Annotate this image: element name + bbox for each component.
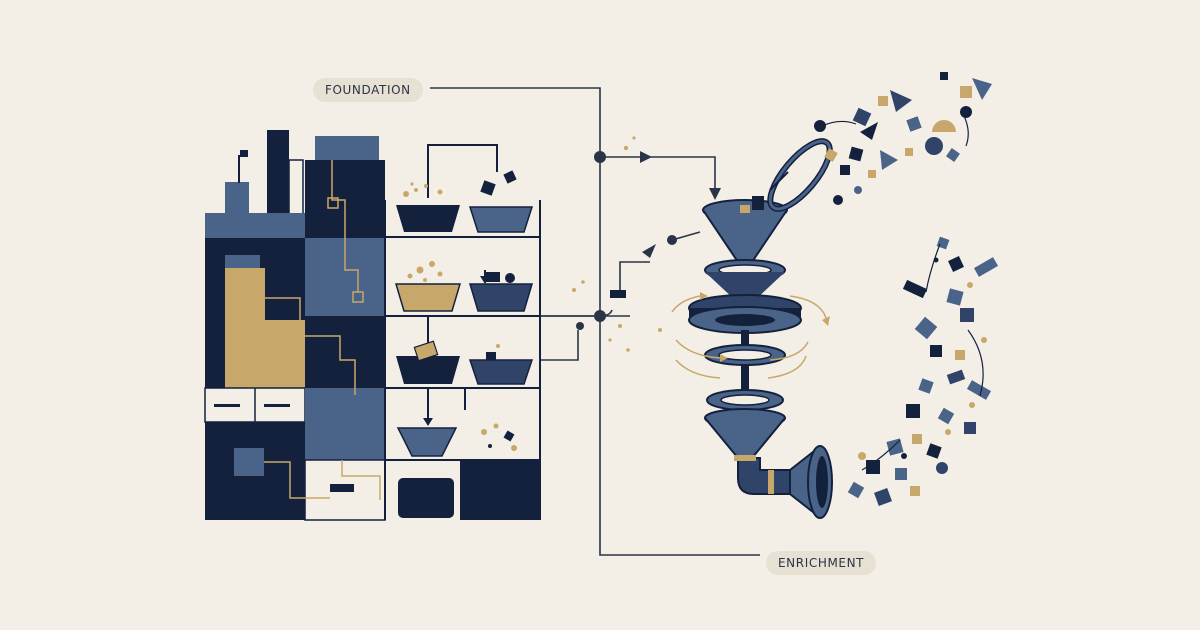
funnel-pipeline xyxy=(688,138,833,519)
foundation-label: FOUNDATION xyxy=(313,78,423,102)
shelf-rack xyxy=(384,144,541,520)
bins xyxy=(394,205,540,520)
bin-debris xyxy=(403,170,517,451)
swirl-arrows xyxy=(671,295,827,379)
scattered-dots xyxy=(572,136,662,352)
foundation-building xyxy=(204,130,386,521)
small-block xyxy=(610,290,626,298)
swirl-arrowheads xyxy=(700,292,830,362)
connector-nodes xyxy=(576,151,677,330)
connector-arrowheads xyxy=(640,151,721,258)
output-particle-stream xyxy=(815,72,999,506)
input-trail xyxy=(814,120,862,205)
enrichment-label: ENRICHMENT xyxy=(766,551,877,575)
